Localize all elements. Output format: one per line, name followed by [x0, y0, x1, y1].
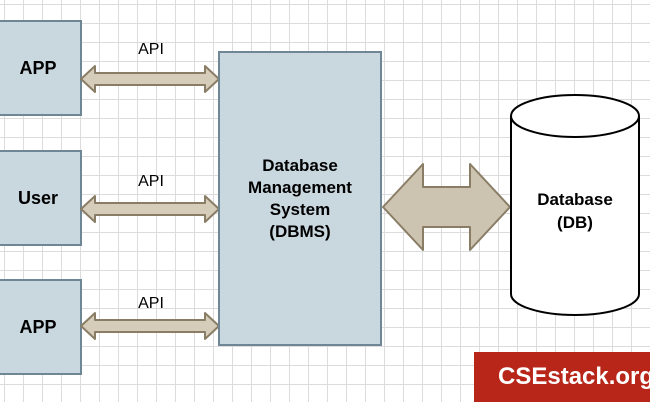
user-label: User	[17, 187, 59, 208]
dbms-line-3: System	[269, 199, 331, 219]
api-label-bottom: API	[138, 295, 164, 312]
app-label-top: APP	[19, 57, 57, 78]
badge-text: CSEstack.org	[498, 363, 650, 390]
database-line-1: Database	[537, 190, 613, 209]
app-label-bottom: APP	[19, 316, 57, 337]
database-label: Database (DB)	[520, 188, 630, 234]
api-label-top: API	[138, 41, 164, 58]
double-arrow-icon-bottom	[80, 312, 220, 340]
dbms-line-2: Management	[248, 177, 352, 197]
double-arrow-icon-middle	[80, 195, 220, 223]
double-arrow-icon-top	[80, 65, 220, 93]
database-line-2: (DB)	[557, 213, 593, 232]
dbms-box: Database Management System (DBMS)	[218, 51, 382, 346]
database-cylinder-icon	[510, 94, 640, 316]
api-label-middle: API	[138, 173, 164, 190]
dbms-line-4: (DBMS)	[269, 221, 331, 241]
cse-stack-badge: CSEstack.org	[474, 352, 650, 402]
app-box-top: APP	[0, 20, 82, 116]
large-double-arrow-icon	[382, 163, 511, 251]
dbms-line-1: Database	[262, 155, 338, 175]
app-box-bottom: APP	[0, 279, 82, 375]
user-box: User	[0, 150, 82, 246]
